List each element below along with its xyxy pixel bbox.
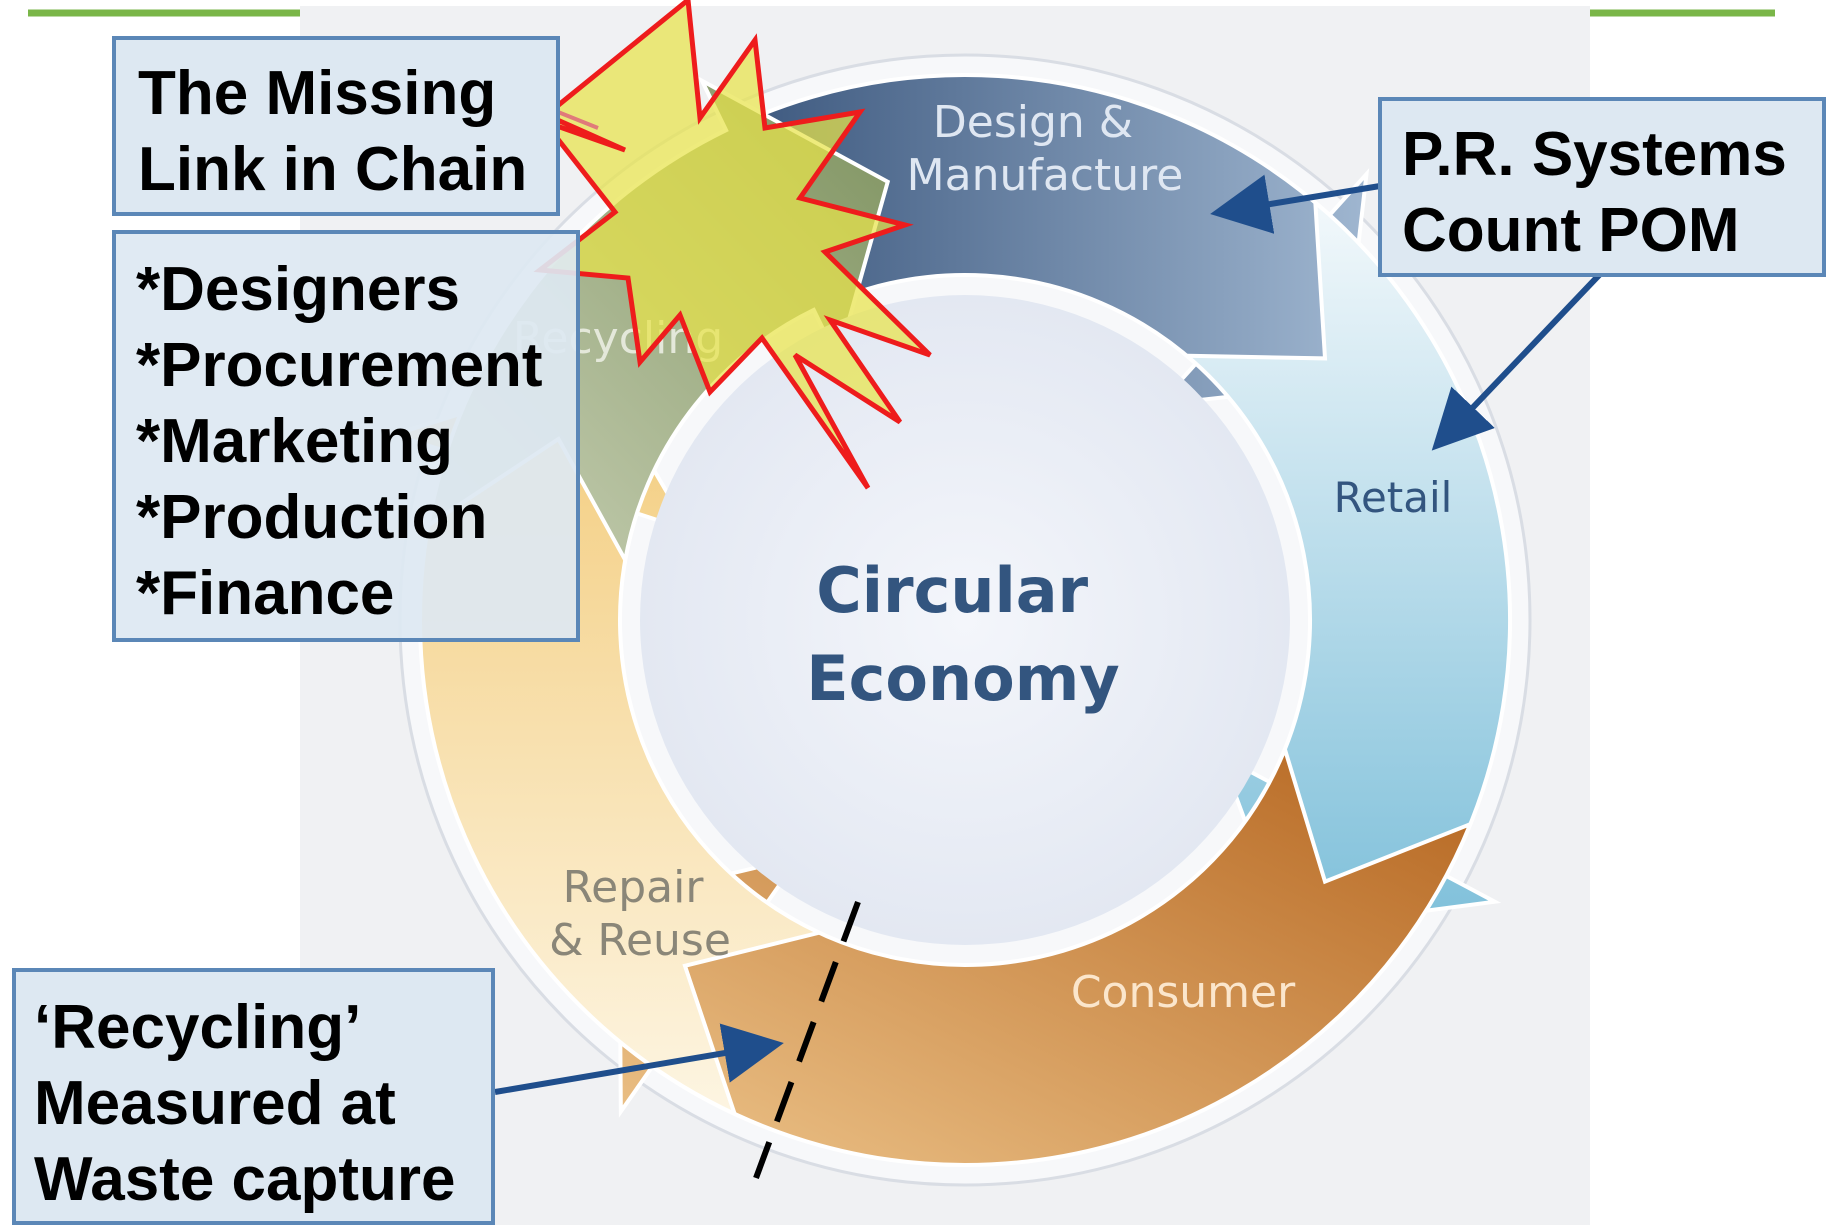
pr-systems-callout: P.R. Systems Count POM xyxy=(1378,97,1826,277)
role-designers: *Designers xyxy=(136,255,460,324)
recycling-measured-arrow xyxy=(494,1023,784,1095)
roles-callout: *Designers *Procurement *Marketing *Prod… xyxy=(112,230,580,642)
repair-label-line1: Repair xyxy=(563,862,705,913)
center-title-line2: Economy xyxy=(806,642,1119,715)
design-manufacture-label: Design & Manufacture xyxy=(907,97,1184,201)
repair-label-line2: & Reuse xyxy=(549,915,731,966)
repair-reuse-label: Repair & Reuse xyxy=(549,862,731,966)
center-circle xyxy=(640,295,1290,945)
center-title: Circular Economy xyxy=(806,554,1119,715)
missing-link-line2: Link in Chain xyxy=(138,135,528,204)
role-marketing: *Marketing xyxy=(136,407,453,476)
recycling-measured-line1: ‘Recycling’ xyxy=(34,993,362,1062)
retail-label: Retail xyxy=(1334,473,1453,522)
missing-link-starburst xyxy=(533,0,932,490)
missing-link-line1: The Missing xyxy=(138,59,497,128)
pr-systems-line1: P.R. Systems xyxy=(1402,120,1787,189)
design-label-line1: Design & xyxy=(933,97,1133,148)
consumer-label: Consumer xyxy=(1071,967,1296,1018)
design-label-line2: Manufacture xyxy=(907,150,1184,201)
center-title-line1: Circular xyxy=(816,554,1088,627)
role-finance: *Finance xyxy=(136,559,395,628)
recycling-measured-line2: Measured at xyxy=(34,1069,396,1138)
recycling-measured-callout: ‘Recycling’ Measured at Waste capture xyxy=(12,968,495,1225)
pr-systems-arrow-to-retail xyxy=(1431,269,1605,451)
waste-capture-dashed-line xyxy=(753,900,861,1180)
pr-systems-line2: Count POM xyxy=(1402,196,1740,265)
recycling-measured-line3: Waste capture xyxy=(34,1145,456,1214)
pr-systems-arrow-to-design xyxy=(1210,174,1381,234)
missing-link-callout: The Missing Link in Chain xyxy=(112,36,560,216)
role-production: *Production xyxy=(136,483,488,552)
role-procurement: *Procurement xyxy=(136,331,543,400)
